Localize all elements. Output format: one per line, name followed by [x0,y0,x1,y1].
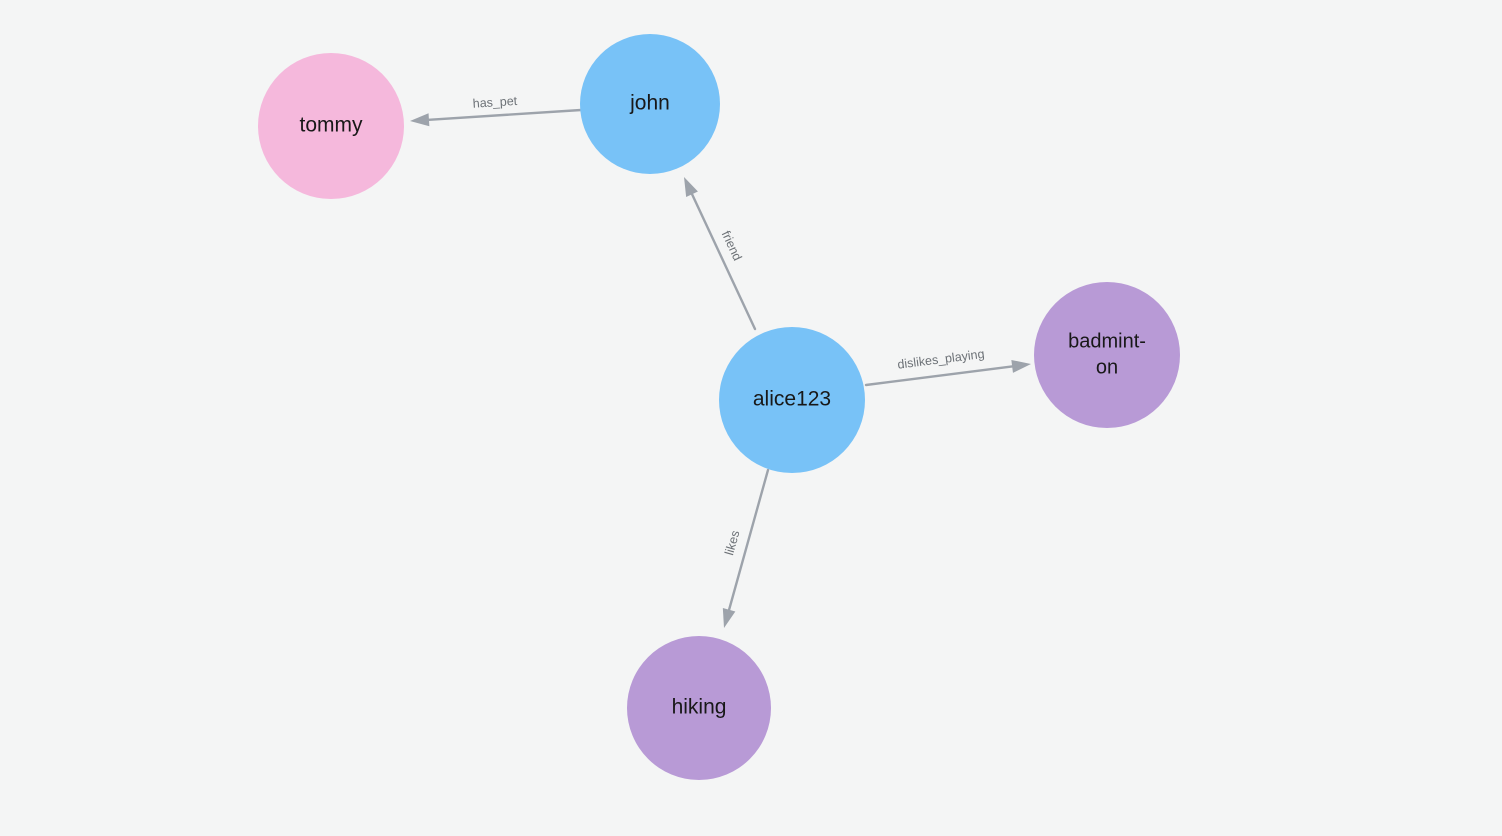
node-circle[interactable] [258,53,404,199]
edge-arrowhead-icon [1011,359,1031,373]
graph-edge[interactable]: has_pet [410,94,583,127]
graph-node-john[interactable]: john [580,34,720,174]
edge-line [425,108,583,122]
node-circle[interactable] [719,327,865,473]
graph-node-tommy[interactable]: tommy [258,53,404,199]
edge-arrowhead-icon [722,607,736,628]
node-circle[interactable] [580,34,720,174]
graph-edge[interactable]: dislikes_playing [864,347,1031,387]
nodes-layer: tommy john alice123 badmint-on hiking [258,34,1180,780]
edge-line [864,364,1016,387]
edge-arrowhead-icon [684,177,698,197]
graph-edge[interactable]: friend [684,177,757,331]
graph-node-badminton[interactable]: badmint-on [1034,282,1180,428]
graph-edge[interactable]: likes [722,468,770,628]
edge-line [727,468,770,613]
node-circle[interactable] [1034,282,1180,428]
edge-label: likes [722,529,742,557]
node-circle[interactable] [627,636,771,780]
edge-label: has_pet [472,94,518,111]
edge-label: dislikes_playing [897,347,986,372]
edge-line [689,191,757,331]
graph-node-alice123[interactable]: alice123 [719,327,865,473]
graph-node-hiking[interactable]: hiking [627,636,771,780]
edge-arrowhead-icon [410,113,430,127]
